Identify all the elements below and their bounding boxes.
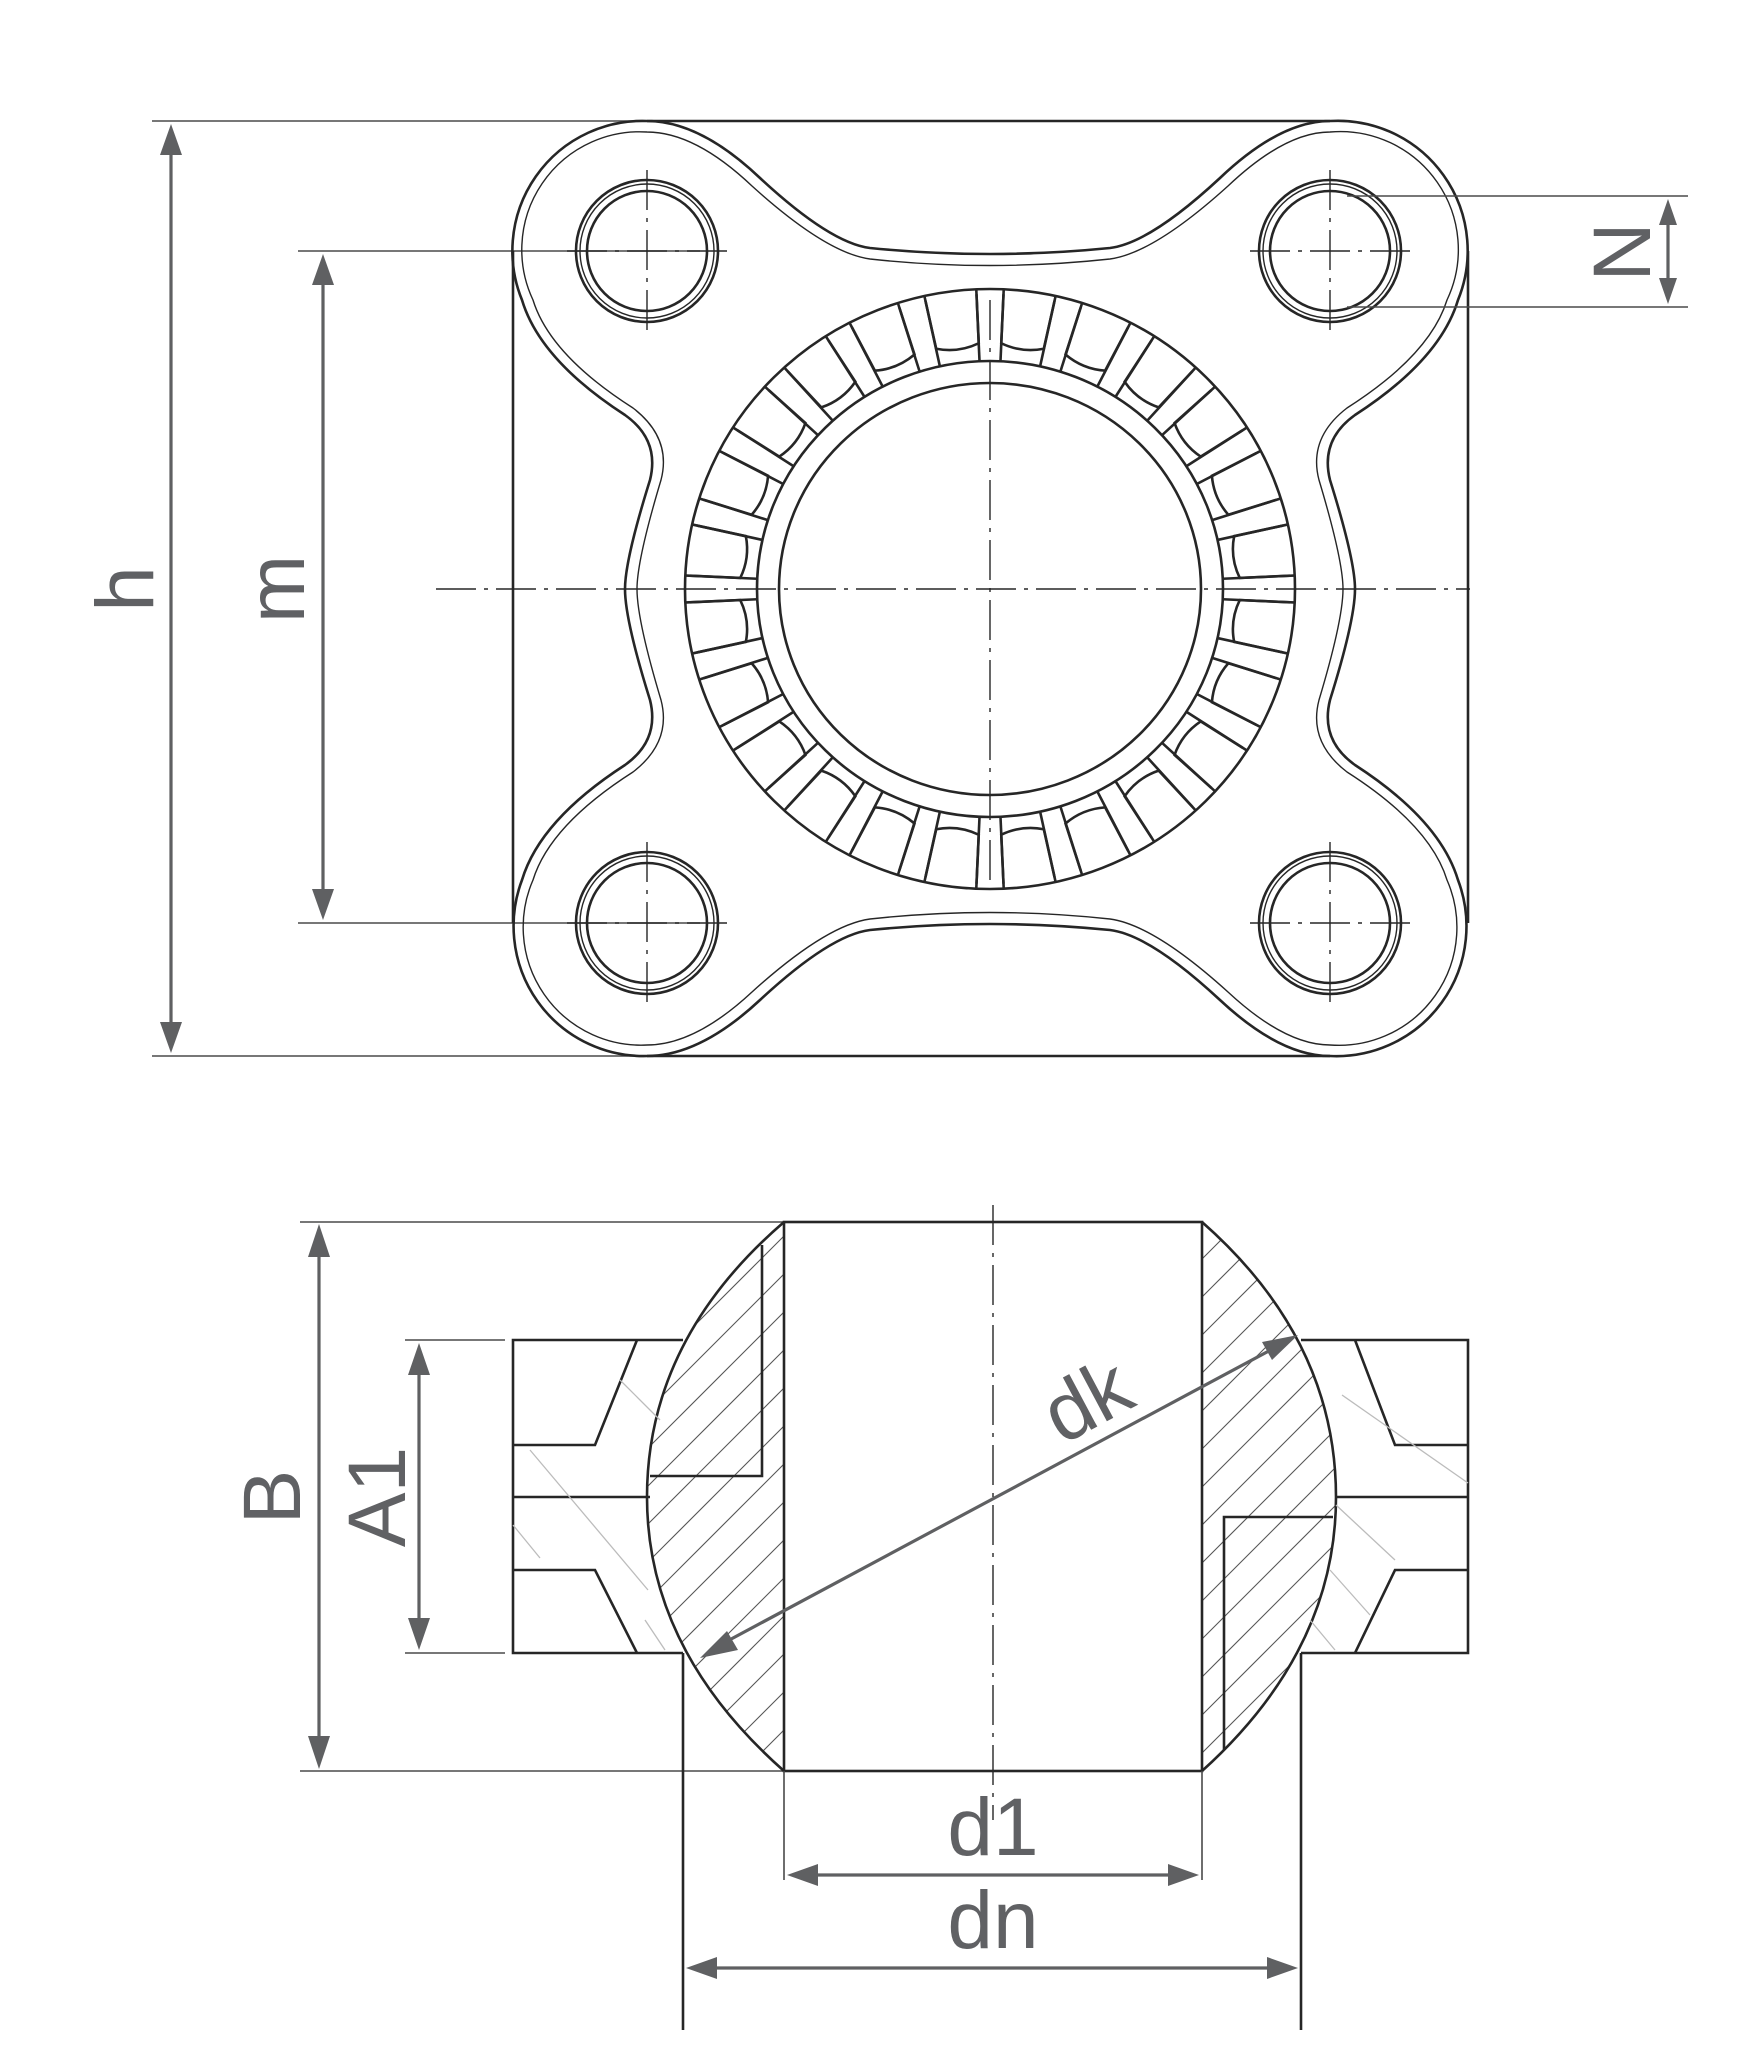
dimension-N: N — [1347, 195, 1688, 308]
top-view: h m N — [80, 119, 1688, 1058]
dimension-B: B — [227, 1224, 330, 1769]
dimension-dk: dk — [700, 1335, 1298, 1658]
rib-pockets — [686, 290, 1294, 888]
bolt-hole-centerlines — [567, 170, 1410, 1004]
label-N: N — [1577, 222, 1668, 281]
label-h: h — [80, 566, 171, 612]
flange-right — [1299, 1338, 1470, 2030]
label-d1: d1 — [947, 1782, 1038, 1873]
label-B: B — [227, 1470, 318, 1525]
dimension-h: h — [80, 124, 182, 1053]
dimension-dn: dn — [686, 1875, 1298, 1979]
label-dn: dn — [947, 1875, 1038, 1966]
dimension-A1: A1 — [332, 1343, 430, 1650]
flange-left — [511, 1338, 685, 2030]
label-A1: A1 — [332, 1447, 423, 1547]
dimension-m: m — [231, 254, 334, 920]
dimension-d1: d1 — [787, 1782, 1199, 1886]
label-dk: dk — [1027, 1340, 1147, 1461]
label-m: m — [231, 555, 322, 623]
hatch-right — [1202, 1222, 1336, 1771]
section-view: B A1 dk d1 dn — [227, 1205, 1470, 2030]
hatch-left — [647, 1222, 784, 1771]
